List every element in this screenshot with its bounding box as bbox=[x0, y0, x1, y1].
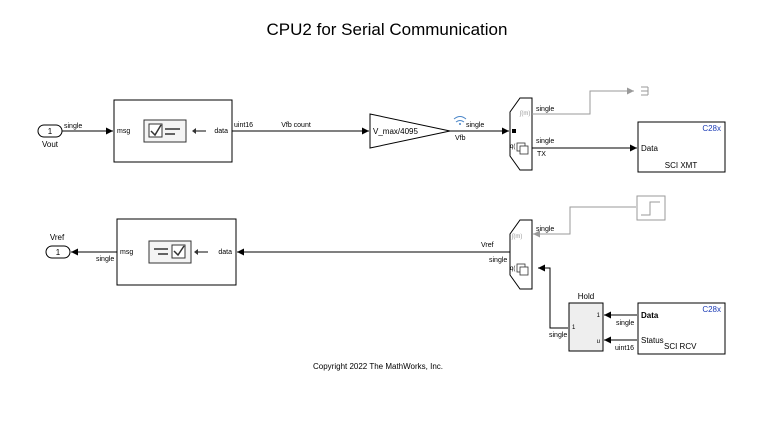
rate-transition-top-out-label: single bbox=[536, 106, 554, 113]
hold-in-u-label: u bbox=[597, 339, 600, 345]
rate-transition-single-label: single bbox=[489, 257, 507, 264]
terminator-block[interactable] bbox=[641, 86, 649, 96]
hold-name: Hold bbox=[578, 292, 594, 301]
sci-rcv-status-label: Status bbox=[641, 336, 664, 345]
signal-label-vfb: Vfb bbox=[455, 135, 466, 142]
step-source-block[interactable] bbox=[636, 195, 666, 221]
outport-name: Vref bbox=[50, 233, 65, 242]
signal-line-to-terminator[interactable] bbox=[532, 87, 634, 115]
message-send-icon bbox=[148, 240, 208, 264]
sci-xmt-brand: C28x bbox=[702, 124, 721, 133]
sci-rcv-brand: C28x bbox=[702, 305, 721, 314]
svg-text:q(: q( bbox=[510, 266, 515, 272]
msg-receive-block[interactable]: msg data bbox=[113, 99, 233, 163]
hold-out-port-label: 1 bbox=[572, 325, 576, 331]
rate-transition-bottom[interactable]: ʃ(m) q( bbox=[509, 219, 533, 290]
hold-block[interactable]: Hold 1 1 u bbox=[568, 292, 604, 352]
signal-label-single-vfb: single bbox=[466, 122, 484, 129]
rate-transition-top[interactable]: ʃ(m) q( bbox=[509, 97, 533, 171]
message-receive-icon bbox=[143, 119, 206, 143]
signal-label-vfb-count: Vfb count bbox=[281, 122, 311, 129]
rate-transition-top-out2-label: single bbox=[536, 138, 554, 145]
rate-transition-bottom-top-label: single bbox=[536, 226, 554, 233]
sci-xmt-in-label: Data bbox=[641, 144, 658, 153]
signal-label-single-vref: single bbox=[96, 256, 114, 263]
msg-send-block[interactable]: msg data bbox=[116, 218, 237, 286]
hold-in1-signal: single bbox=[616, 320, 634, 327]
signal-logging-icon bbox=[453, 116, 467, 125]
inport-name: Vout bbox=[42, 140, 59, 149]
svg-text:ʃ(m): ʃ(m) bbox=[511, 234, 522, 240]
sci-rcv-data-label: Data bbox=[641, 311, 659, 320]
outport-vref[interactable]: Vref 1 bbox=[45, 233, 71, 259]
msg-block-in-label: msg bbox=[117, 128, 130, 135]
gain-block[interactable]: V_max/4095 bbox=[369, 113, 451, 149]
diagram-title: CPU2 for Serial Communication bbox=[266, 20, 508, 39]
svg-text:q(: q( bbox=[510, 144, 515, 150]
sci-xmt-name: SCI XMT bbox=[665, 161, 698, 170]
sci-rcv-name: SCI RCV bbox=[664, 342, 697, 351]
rate-transition-tx-label: TX bbox=[537, 151, 546, 158]
sci-rcv-block[interactable]: C28x Data Status SCI RCV bbox=[637, 302, 726, 355]
signal-line-from-step[interactable] bbox=[533, 206, 636, 238]
signal-line-hold-to-rt[interactable] bbox=[538, 264, 568, 329]
inport-number: 1 bbox=[48, 127, 53, 136]
sci-xmt-block[interactable]: C28x Data SCI XMT bbox=[637, 121, 726, 173]
rate-transition-vref-label: Vref bbox=[481, 242, 494, 249]
hold-in-u-signal: uint16 bbox=[615, 345, 634, 352]
hold-out-signal: single bbox=[549, 332, 567, 339]
signal-label-single-vout: single bbox=[64, 123, 82, 130]
copyright-text: Copyright 2022 The MathWorks, Inc. bbox=[313, 362, 443, 371]
msg-send-out-label: msg bbox=[120, 249, 133, 256]
gain-label: V_max/4095 bbox=[373, 127, 418, 136]
msg-send-in-label: data bbox=[218, 249, 232, 256]
msg-block-out-label: data bbox=[214, 128, 228, 135]
hold-in1-label: 1 bbox=[597, 313, 601, 319]
signal-label-uint16: uint16 bbox=[234, 122, 253, 129]
svg-text:ʃ(m): ʃ(m) bbox=[519, 111, 530, 117]
inport-vout[interactable]: 1 Vout bbox=[37, 124, 63, 149]
outport-number: 1 bbox=[56, 248, 61, 257]
